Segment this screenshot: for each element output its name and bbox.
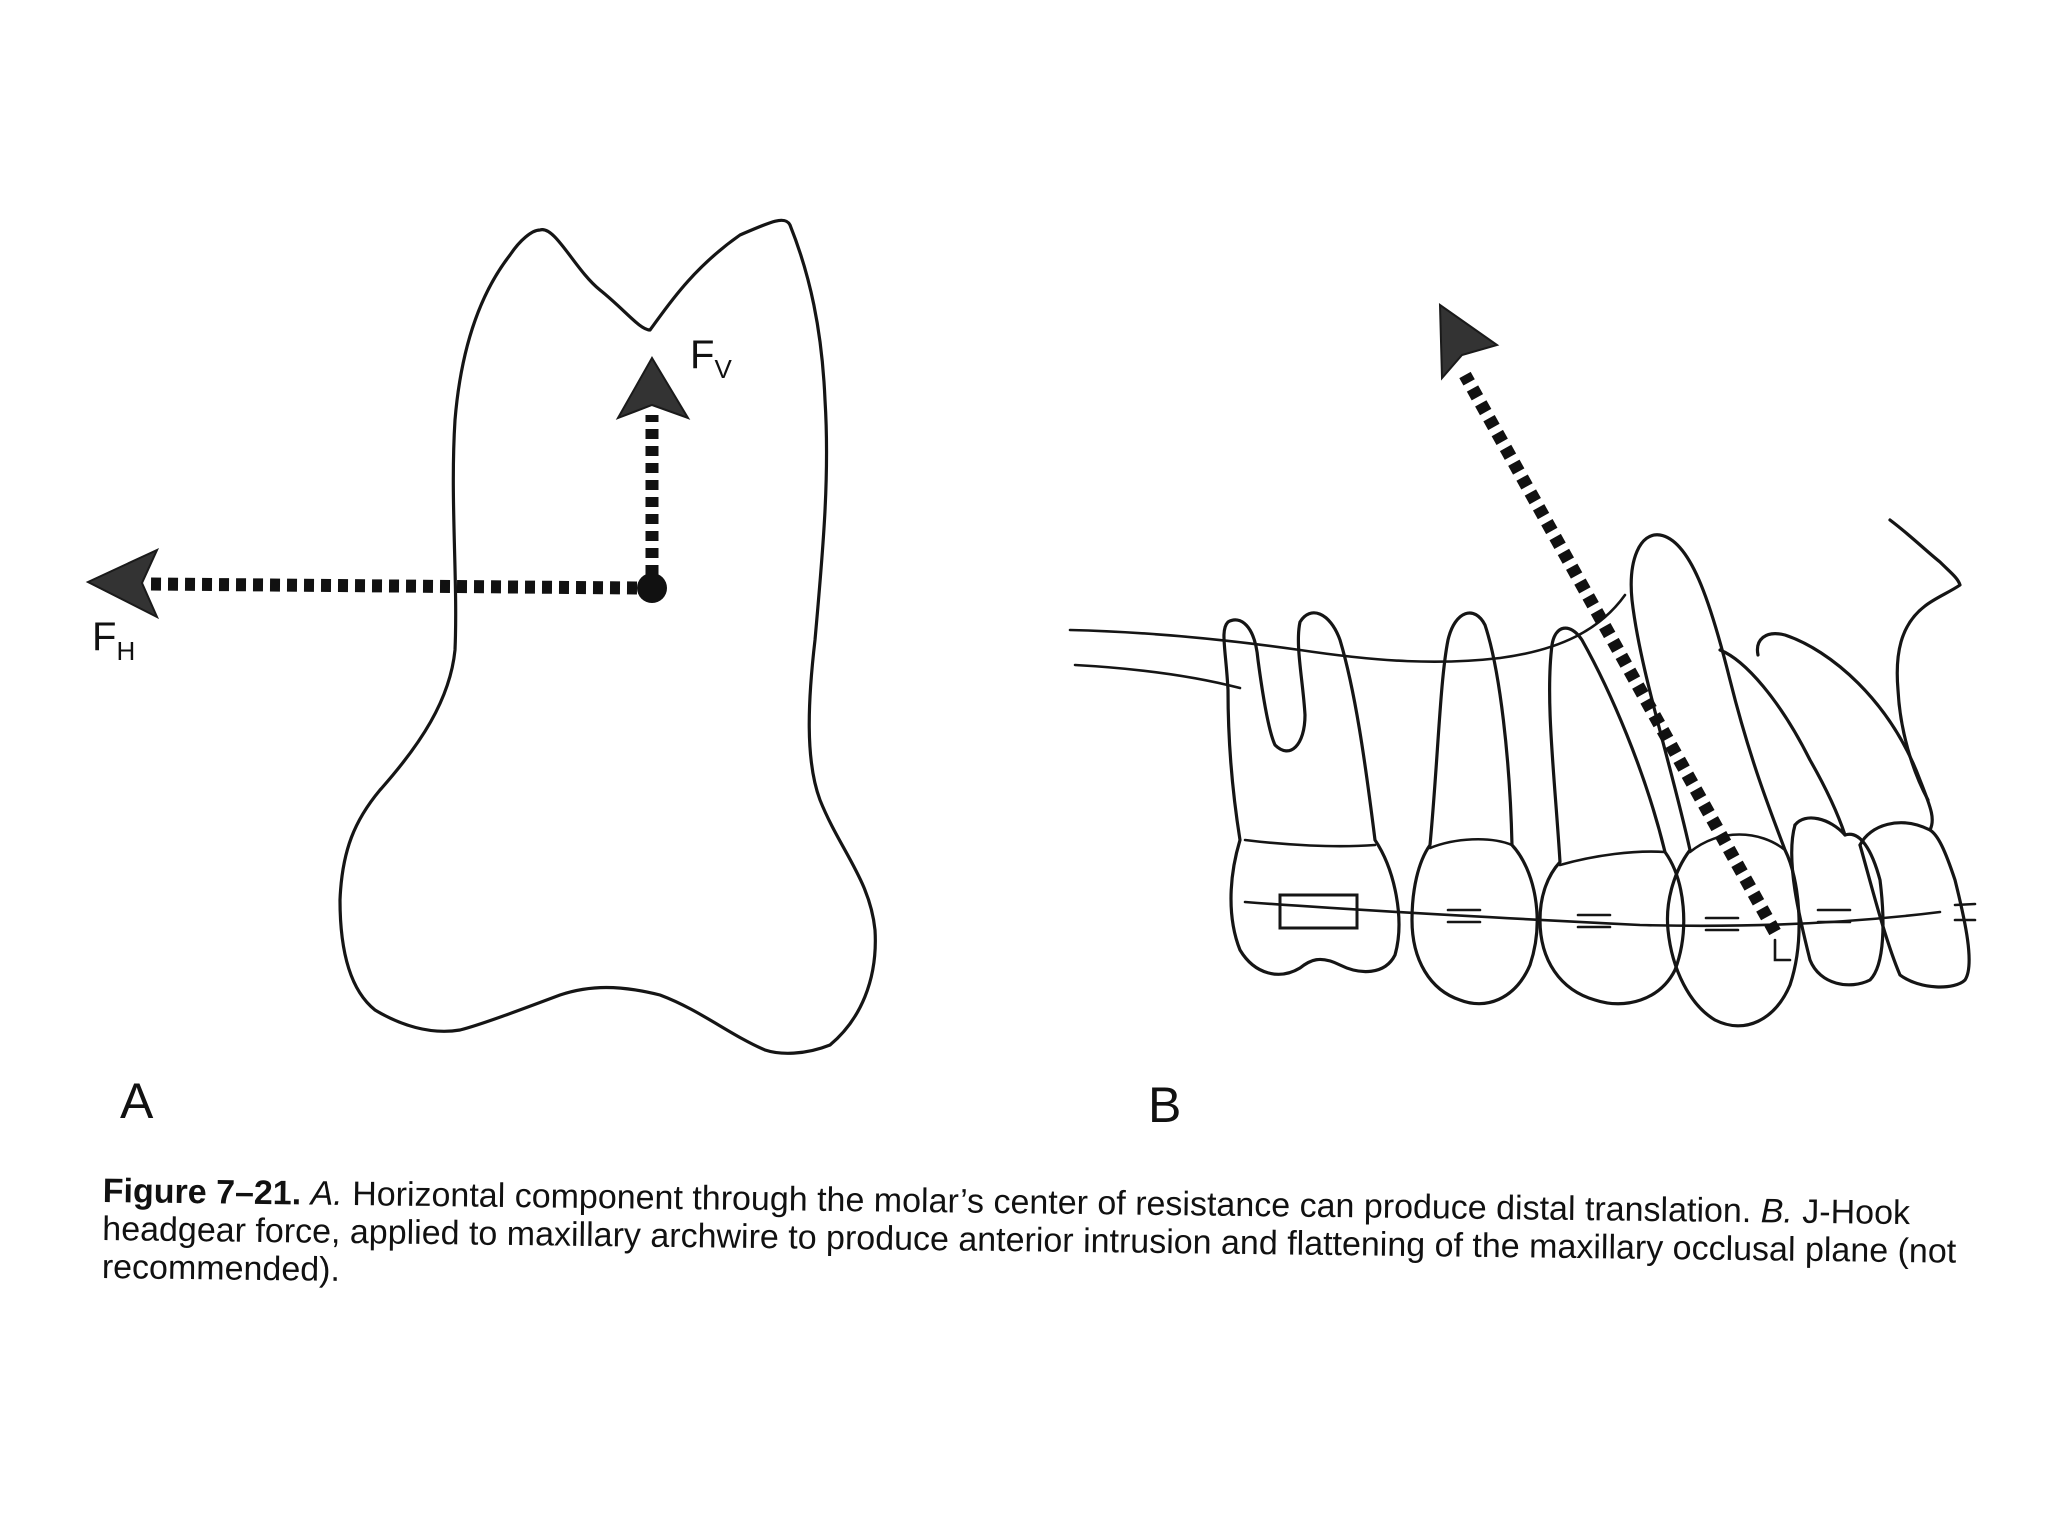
second-premolar-cej-line <box>1428 837 1514 850</box>
molar-outline <box>338 218 877 1055</box>
horizontal-force-vector <box>149 577 638 595</box>
panel-a-label: A <box>120 1073 154 1129</box>
figure-number: Figure 7–21. <box>102 1172 302 1213</box>
force-vertical-label: FV <box>690 333 732 384</box>
j-hook-force-arrowhead <box>1438 303 1500 381</box>
brackets <box>1446 908 1852 962</box>
center-of-resistance-dot <box>637 573 667 603</box>
molar-tube <box>1278 893 1359 930</box>
bracket <box>1576 913 1612 929</box>
panel-b-label: B <box>1148 1077 1181 1133</box>
horizontal-force-arrowhead <box>85 547 160 620</box>
vertical-force-arrowhead <box>615 356 691 420</box>
second-premolar <box>1410 611 1539 1006</box>
lateral-incisor <box>1718 648 1847 837</box>
panel-b: B <box>1068 303 1977 1133</box>
lateral-incisor-crown <box>1790 823 1885 987</box>
archwire <box>1243 900 1942 928</box>
j-hook-bend <box>1773 938 1792 962</box>
premaxilla-profile <box>1888 518 1962 802</box>
caption-part-b-label: B. <box>1760 1192 1794 1231</box>
central-incisor-crown <box>1858 828 1971 989</box>
canine-cej-line <box>1688 833 1787 854</box>
caption-part-a-label: A. <box>310 1174 343 1213</box>
molar-cej-line <box>1243 838 1377 848</box>
j-hook-force-vector <box>1459 371 1781 936</box>
headgear-wire-upper <box>1068 593 1627 664</box>
headgear-wire-lower <box>1073 663 1242 690</box>
canine <box>1629 533 1801 1028</box>
molar-tooth <box>1222 611 1401 976</box>
archwire-end-upper <box>1953 902 1977 907</box>
bracket <box>1446 908 1482 924</box>
figure-caption: Figure 7–21. A. Horizontal component thr… <box>102 1172 1993 1309</box>
first-premolar <box>1538 626 1686 1006</box>
first-premolar-cej-line <box>1558 850 1667 867</box>
bracket <box>1816 908 1852 924</box>
force-horizontal-label: FH <box>92 615 135 666</box>
bracket <box>1704 916 1740 932</box>
panel-a: FV FH A <box>85 218 877 1129</box>
